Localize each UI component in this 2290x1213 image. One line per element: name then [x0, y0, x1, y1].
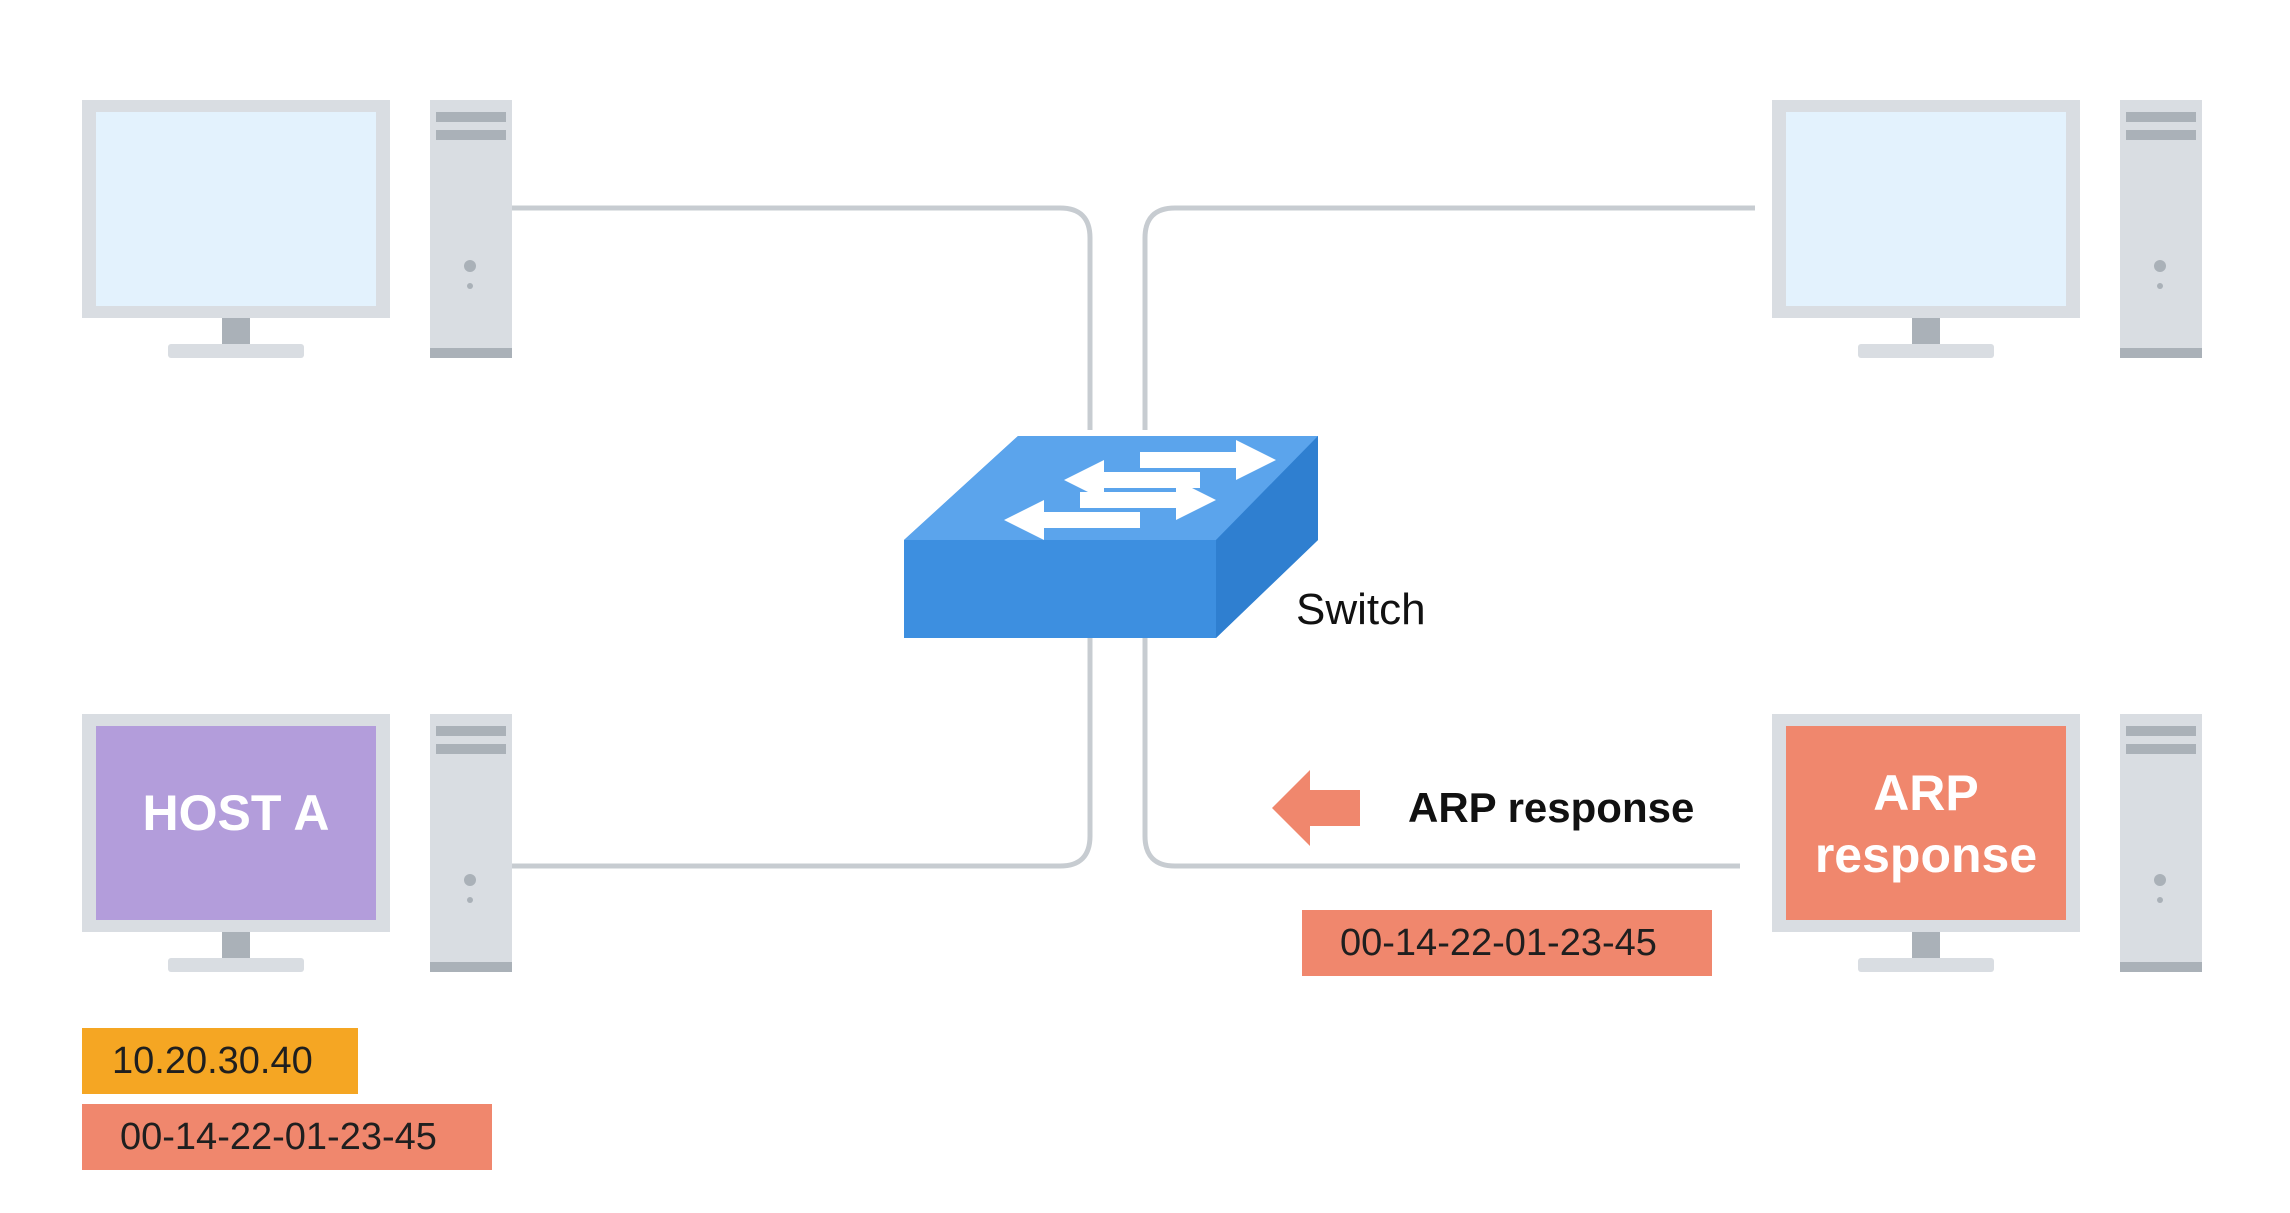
- computer-top-left: [82, 100, 512, 358]
- cables: [510, 205, 1755, 869]
- host-a-ip-text: 10.20.30.40: [112, 1040, 313, 1082]
- cable-bottom-right: [1142, 635, 1740, 869]
- switch-label: Switch: [1296, 585, 1426, 634]
- computer-responder: ARP response: [1772, 714, 2202, 972]
- responder-screen-line1: ARP: [1873, 765, 1979, 821]
- network-switch: Switch: [904, 436, 1426, 638]
- response-mac-tag: 00-14-22-01-23-45: [1302, 910, 1712, 976]
- cable-top-right: [1142, 205, 1755, 430]
- arp-response-message: ARP response: [1272, 770, 1694, 846]
- host-a-mac-text: 00-14-22-01-23-45: [120, 1116, 437, 1158]
- computer-host-a: HOST A: [82, 714, 512, 972]
- desktop-computer-icon: [82, 714, 512, 972]
- cable-bottom-left: [510, 635, 1093, 869]
- desktop-computer-icon: [82, 100, 512, 358]
- computer-top-right: [1772, 100, 2202, 358]
- responder-screen-line2: response: [1815, 827, 2037, 883]
- arp-response-label: ARP response: [1408, 784, 1694, 831]
- network-switch-icon: [904, 436, 1318, 638]
- desktop-computer-icon: [1772, 100, 2202, 358]
- host-a-mac-tag: 00-14-22-01-23-45: [82, 1104, 492, 1170]
- desktop-computer-icon: [1772, 714, 2202, 972]
- cable-top-left: [510, 205, 1093, 430]
- left-arrow-icon: [1272, 770, 1360, 846]
- host-a-screen-label: HOST A: [142, 785, 329, 841]
- host-a-ip-tag: 10.20.30.40: [82, 1028, 358, 1094]
- response-mac-text: 00-14-22-01-23-45: [1340, 922, 1657, 964]
